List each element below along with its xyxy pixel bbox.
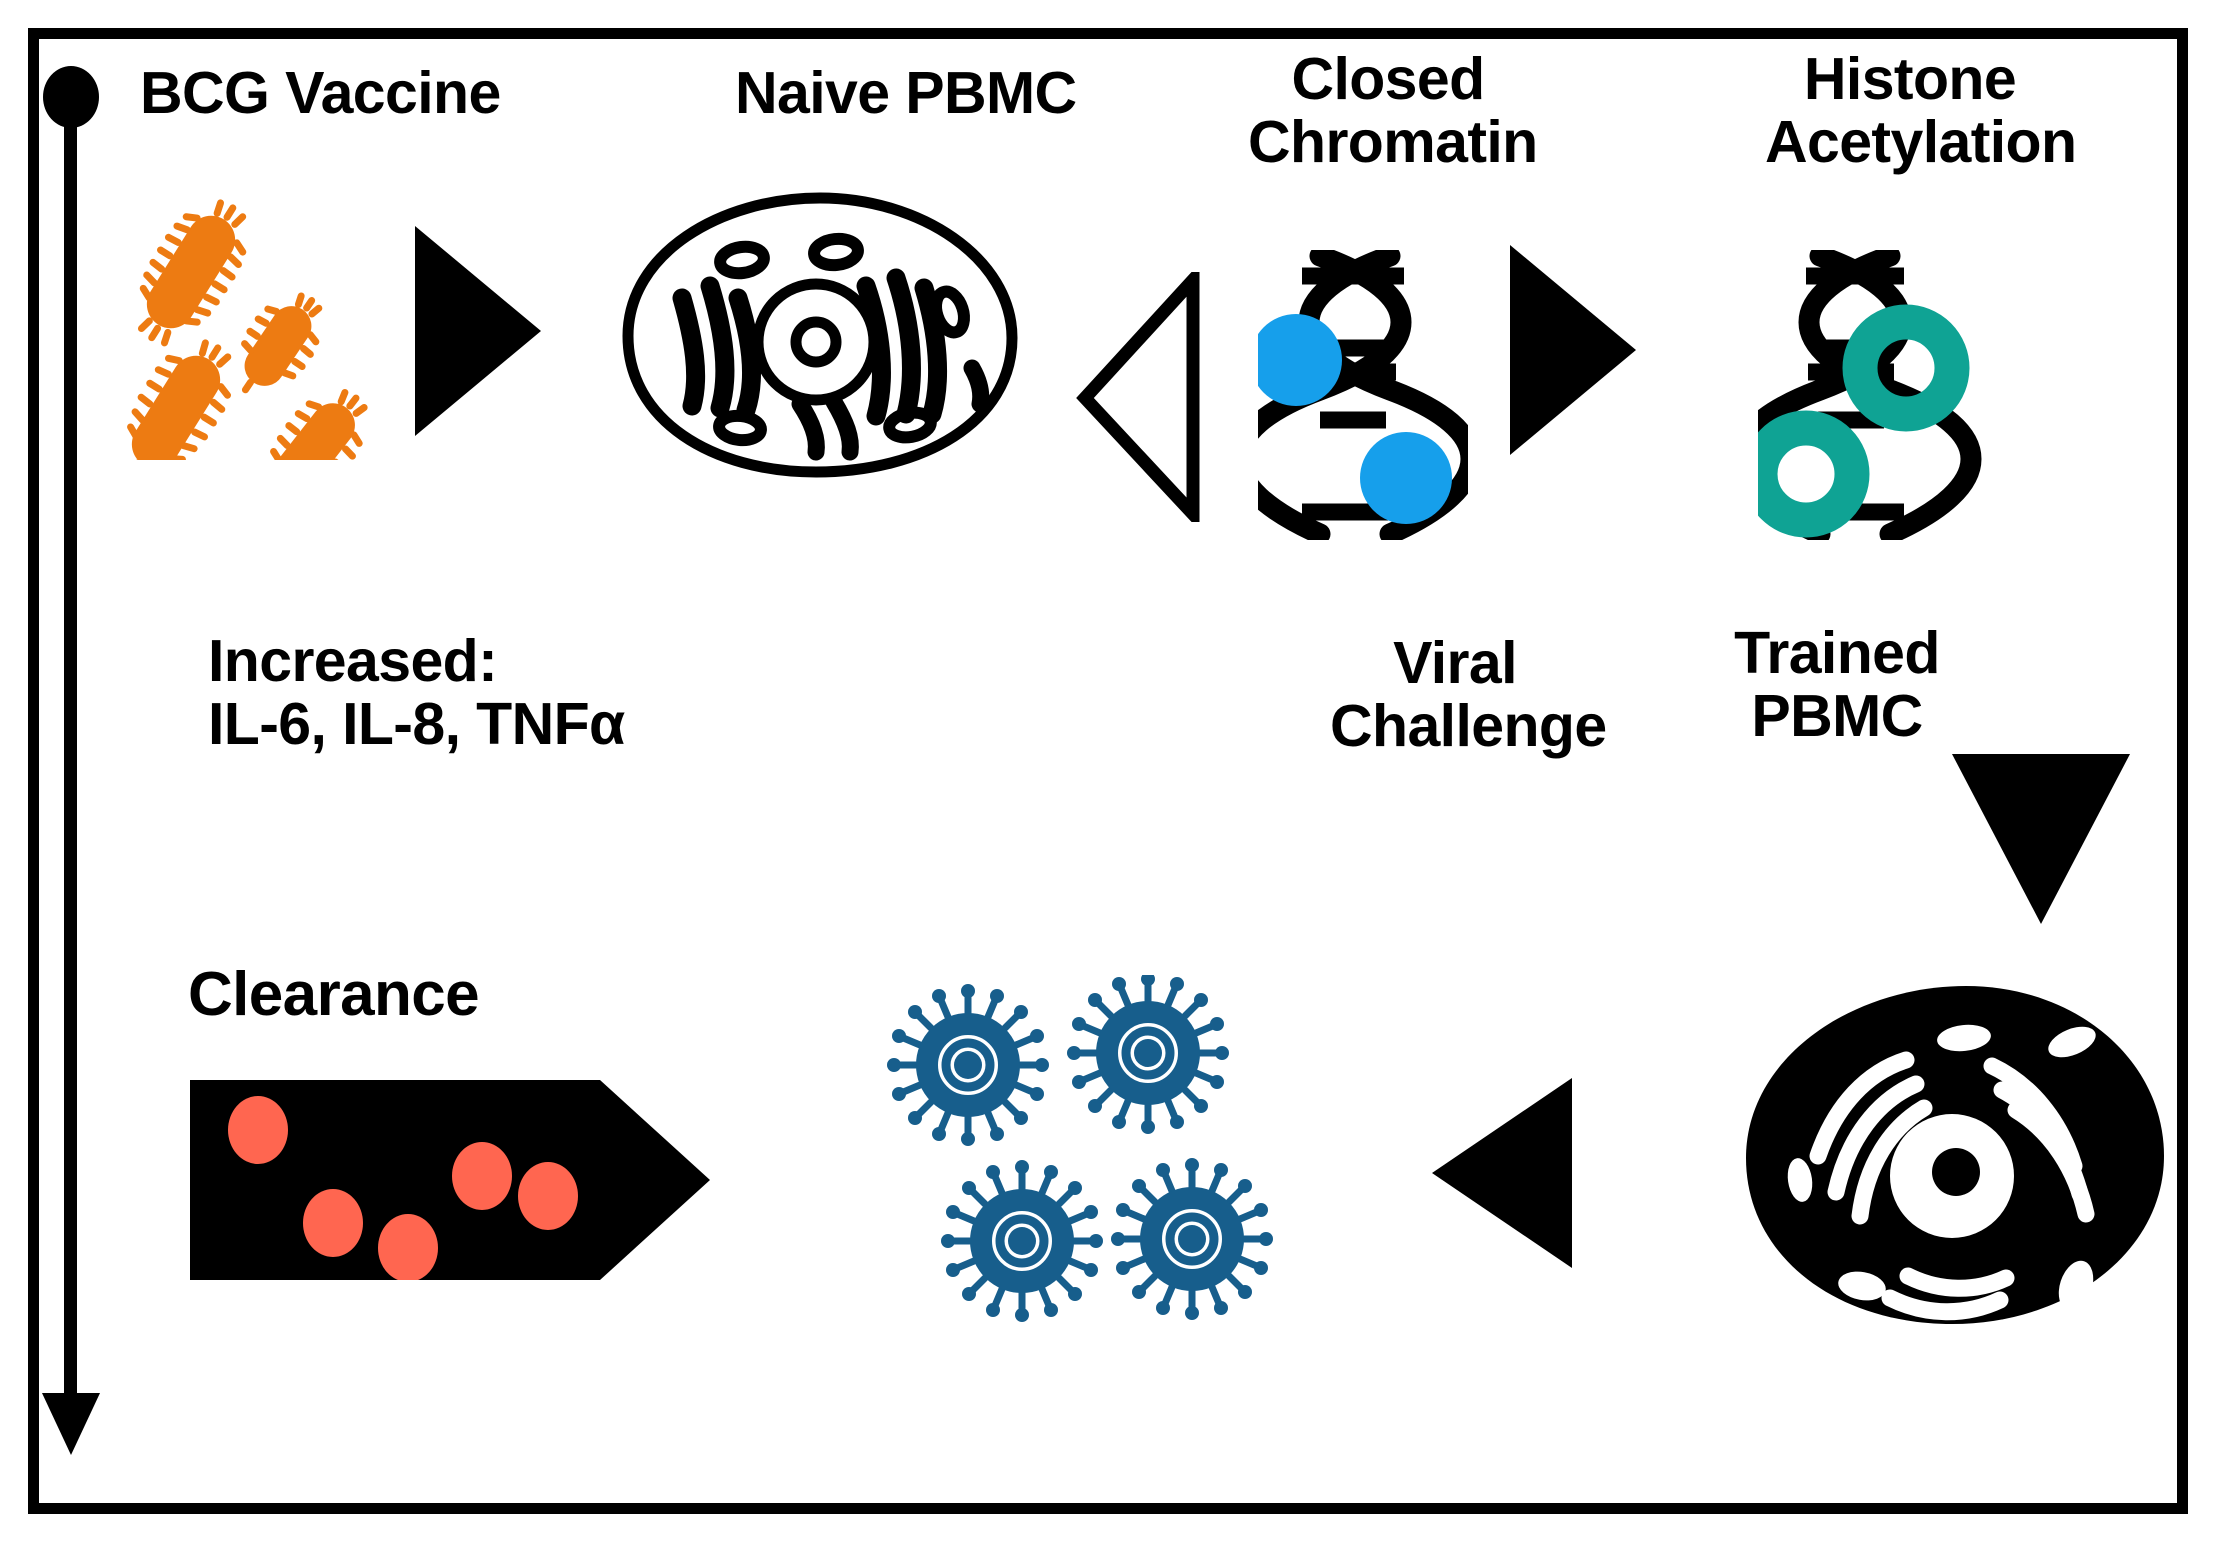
label-increased-cytokines: Increased: IL-6, IL-8, TNFα — [208, 628, 625, 757]
naive-pbmc-cell-icon — [622, 192, 1018, 478]
arrow-naive-to-chromatin-icon — [1076, 272, 1200, 522]
histone-acetylation-dna-icon — [1758, 250, 1982, 540]
cytokine-flow-arrow — [190, 1080, 710, 1280]
timeline-arrowhead-icon — [42, 1393, 100, 1455]
chromatin-mark — [1360, 432, 1452, 524]
arrow-trained-to-viral-icon — [1432, 1078, 1572, 1268]
arrow-acetylation-to-trained-icon — [1952, 754, 2130, 924]
cytokine-dot — [518, 1162, 578, 1230]
bacteria-cluster-icon — [126, 199, 368, 460]
label-viral-challenge: Viral Challenge — [1330, 630, 1607, 759]
timeline-axis-line — [64, 118, 77, 1418]
closed-chromatin-dna-icon — [1258, 250, 1468, 540]
acetyl-mark — [1758, 410, 1870, 538]
timeline-start-dot-icon — [43, 66, 99, 128]
chromatin-mark — [1258, 314, 1342, 406]
virus-particle — [887, 984, 1049, 1146]
label-clearance: Clearance — [188, 960, 480, 1029]
label-histone-acetylation: Histone Acetylation — [1765, 46, 2077, 175]
label-trained-pbmc: Trained PBMC — [1734, 620, 1940, 749]
arrow-chromatin-to-acetylation-icon — [1510, 245, 1636, 455]
label-naive-pbmc: Naive PBMC — [735, 60, 1077, 126]
label-bcg-vaccine: BCG Vaccine — [140, 60, 501, 126]
label-closed-chromatin: Closed Chromatin — [1248, 46, 1538, 175]
cytokine-dot — [303, 1189, 363, 1257]
virus-particle — [1111, 1158, 1273, 1320]
arrow-bcg-to-naive-icon — [415, 226, 541, 436]
virus-particle — [941, 1160, 1103, 1322]
virus-particle — [1067, 975, 1229, 1134]
cytokine-dot — [378, 1214, 438, 1280]
diagram-border — [28, 28, 2188, 1514]
virus-particles-icon — [880, 975, 1320, 1345]
acetyl-mark — [1842, 304, 1970, 432]
cytokine-dot — [228, 1096, 288, 1164]
cytokine-dot — [452, 1142, 512, 1210]
trained-pbmc-cell-icon — [1746, 986, 2164, 1324]
